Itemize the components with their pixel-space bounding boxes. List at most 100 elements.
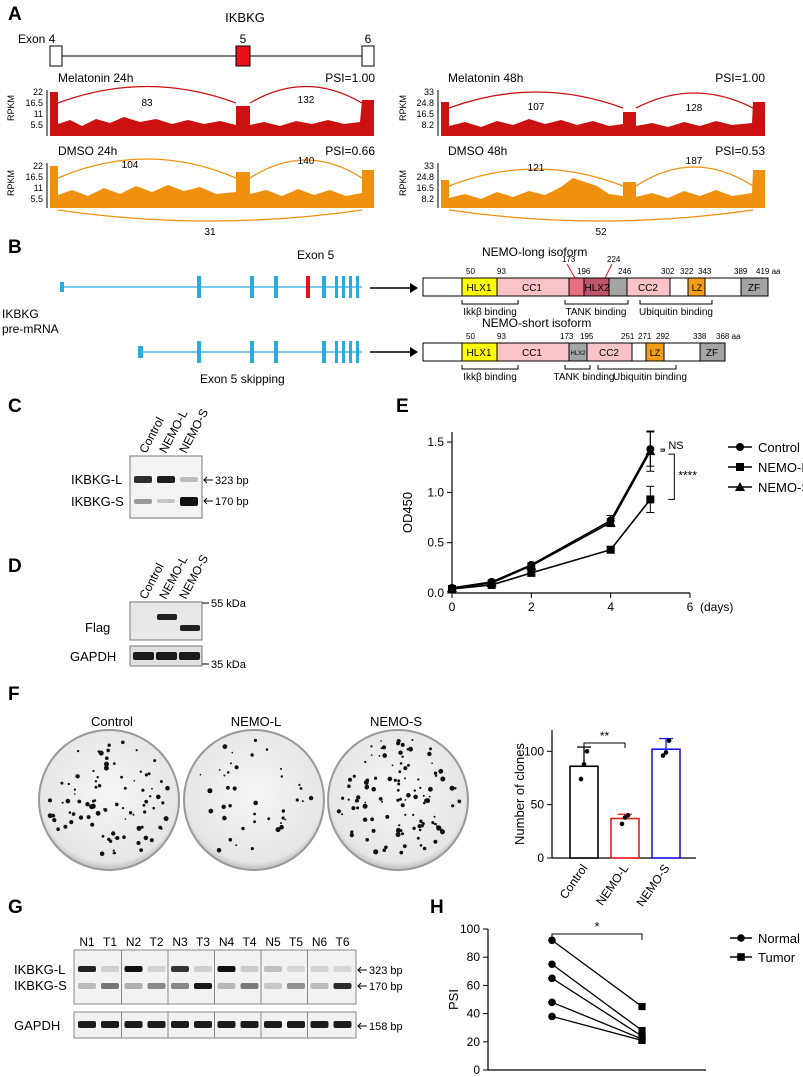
colony <box>404 777 406 780</box>
sig-label: * <box>594 919 599 934</box>
lane-label: T4 <box>242 935 256 949</box>
junction-arc <box>57 158 237 179</box>
pre-mrna-diagram <box>60 276 362 298</box>
data-point <box>447 582 457 592</box>
pre-mrna-label: IKBKG <box>2 307 39 321</box>
colony <box>253 800 258 806</box>
colony <box>94 785 98 789</box>
aa-number: 389 <box>734 267 748 276</box>
data-point <box>548 998 556 1007</box>
band-short <box>147 983 166 989</box>
colony <box>362 803 368 809</box>
colony <box>398 770 402 774</box>
colony <box>399 850 404 855</box>
colony <box>123 786 127 790</box>
skipped-mrna-diagram <box>138 341 362 363</box>
colony <box>60 781 64 785</box>
colony <box>235 844 238 847</box>
blot-row-label: Flag <box>85 620 110 635</box>
domain-lz <box>687 277 706 297</box>
colony <box>396 798 400 802</box>
x-tick-label: 6 <box>687 600 694 614</box>
aa-number: 173 <box>562 255 576 264</box>
colony <box>370 754 373 756</box>
lane-label: N1 <box>79 935 95 949</box>
domain-label: CC2 <box>599 348 619 359</box>
aa-number: 271 <box>638 332 652 341</box>
y-tick-label: 40 <box>467 1007 481 1021</box>
band-long <box>217 966 236 972</box>
panel-label-b: B <box>8 237 22 258</box>
pair-line <box>551 963 643 1032</box>
domain-label: HLX1 <box>466 348 491 359</box>
arrow-long <box>370 283 418 293</box>
colony <box>94 780 98 783</box>
y-tick-label: 0.0 <box>427 586 444 600</box>
colony <box>112 762 116 765</box>
colony <box>250 847 254 851</box>
band-long <box>124 966 143 972</box>
colony <box>422 794 425 797</box>
colony <box>365 838 370 842</box>
skip-junction-arc <box>57 209 363 222</box>
colony <box>253 812 256 816</box>
lane-label: N4 <box>219 935 235 949</box>
colony <box>449 785 455 791</box>
colony <box>356 806 360 810</box>
tick: 33 <box>424 161 434 171</box>
band-short <box>333 983 352 989</box>
tick: 22 <box>33 161 43 171</box>
aa-number: 302 <box>661 267 675 276</box>
panel-label-d: D <box>8 556 22 577</box>
colony <box>418 828 422 832</box>
y-tick-label: 60 <box>467 978 481 992</box>
tick: 16.5 <box>416 183 434 193</box>
band-gapdh <box>240 1021 259 1028</box>
aa-number: 322 <box>680 267 694 276</box>
panel-label-h: H <box>430 897 444 918</box>
legend-label: Tumor <box>758 950 796 965</box>
colony <box>341 796 345 800</box>
lane-label: N6 <box>312 935 328 949</box>
colony <box>232 786 237 791</box>
data-point <box>663 750 669 755</box>
x-axis-label: (days) <box>700 600 733 614</box>
colony <box>73 793 76 795</box>
colony-plate-nemo-s <box>327 729 469 871</box>
gene-title: IKBKG <box>225 10 265 25</box>
data-point <box>486 577 497 587</box>
legend-marker <box>735 482 745 491</box>
exon5-box <box>235 45 251 67</box>
tick: 24.8 <box>416 98 434 108</box>
panel-label-c: C <box>8 396 22 417</box>
colony <box>281 816 285 820</box>
tick: 8.2 <box>421 120 434 130</box>
ns-label: NS <box>668 440 683 452</box>
colony <box>77 799 82 804</box>
gel-g-ikbkg <box>73 949 357 1005</box>
junction-arc <box>448 91 624 109</box>
y-tick-label: 1.5 <box>427 435 444 449</box>
aa-number: 368 aa <box>716 332 741 341</box>
binding-label: Ubiquitin binding <box>639 307 713 318</box>
colony <box>115 802 119 807</box>
colony <box>347 784 351 788</box>
gene-model <box>49 45 375 67</box>
colony <box>381 745 387 750</box>
band-long <box>194 966 212 972</box>
exon5-label: 5 <box>240 32 247 46</box>
colony <box>382 753 388 758</box>
colony <box>366 784 369 787</box>
colony <box>90 803 96 809</box>
domain-grey <box>608 277 628 297</box>
size-marker: 170 bp <box>369 981 403 993</box>
colony <box>158 795 161 799</box>
domain-label: HLX2 <box>584 283 609 294</box>
colony <box>111 831 116 836</box>
sig-bracket <box>551 933 643 940</box>
domain-lz <box>645 342 665 362</box>
colony <box>381 800 384 803</box>
colony <box>128 811 133 815</box>
